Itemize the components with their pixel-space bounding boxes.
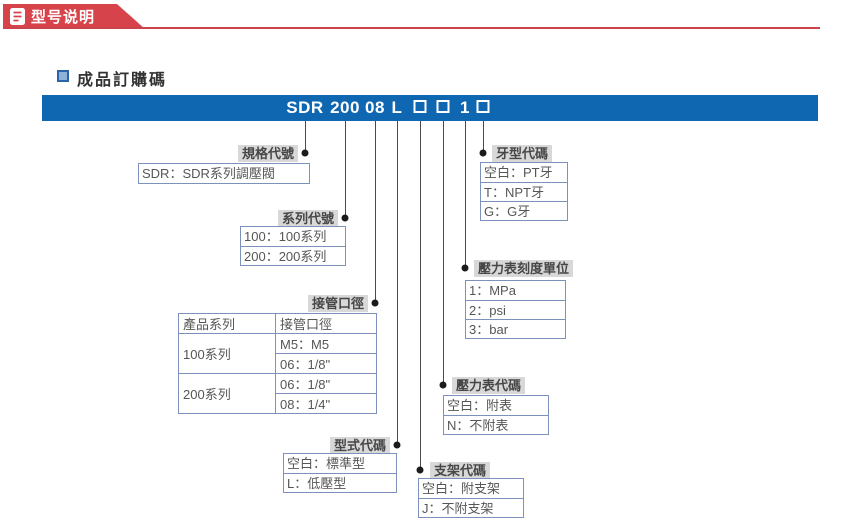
blank-code-box-thread <box>476 100 490 113</box>
drop-line-port <box>375 121 376 303</box>
callout-row: 空白：PT牙 <box>484 165 553 180</box>
table-row: 200系列 06：1/8" <box>178 373 377 414</box>
blank-code-box-bracket <box>413 100 427 113</box>
callout-box-type: 空白：標準型 L：低壓型 <box>283 453 397 493</box>
table-cell-size: 06：1/8" <box>275 353 377 374</box>
bullet-dot-port <box>371 299 379 307</box>
code-segment-unit: 1 <box>460 98 470 117</box>
drop-line-thread <box>483 121 484 153</box>
bullet-dot-unit <box>461 264 469 272</box>
table-cell-size: 08：1/4" <box>275 393 377 414</box>
section-header-tab: 型号说明 <box>3 4 145 29</box>
callout-box-spec: SDR：SDR系列調壓閥 <box>138 163 310 184</box>
callout-row: 200：200系列 <box>241 246 345 265</box>
callout-row: N：不附表 <box>444 415 548 434</box>
callout-box-series: 100：100系列 200：200系列 <box>240 226 346 266</box>
bullet-dot-gauge <box>439 381 447 389</box>
table-row: 08：1/4" <box>179 393 377 414</box>
callout-box-unit: 1：MPa 2：psi 3：bar <box>465 280 566 339</box>
drop-line-spec <box>305 121 306 153</box>
code-segment-series: 200 <box>330 98 360 117</box>
callout-row: J：不附支架 <box>419 498 523 517</box>
callout-box-thread: 空白：PT牙 T：NPT牙 G：G牙 <box>480 162 568 221</box>
callout-label-series: 系列代號 <box>277 210 338 227</box>
callout-label-spec: 規格代號 <box>237 145 298 162</box>
callout-row: 空白：附支架 <box>422 481 501 496</box>
drop-line-gauge <box>443 121 444 385</box>
code-segment-port: 08 <box>365 98 385 117</box>
callout-row: 空白：標準型 <box>287 456 366 471</box>
callout-label-thread: 牙型代碼 <box>492 145 553 162</box>
callout-box-gauge: 空白：附表 N：不附表 <box>443 395 549 435</box>
code-segment-spec: SDR <box>286 98 324 117</box>
callout-label-unit: 壓力表刻度單位 <box>474 260 574 277</box>
callout-row: 100：100系列 <box>244 229 327 244</box>
blank-code-box-gauge <box>436 100 450 113</box>
callout-row: 2：psi <box>466 300 565 319</box>
table-row: 100系列 M5：M5 <box>178 333 377 374</box>
table-row: 產品系列 接管口徑 <box>178 313 377 334</box>
drop-line-type <box>397 121 398 445</box>
bullet-dot-thread <box>479 149 487 157</box>
drop-line-unit <box>465 121 466 268</box>
callout-row: 3：bar <box>466 319 565 338</box>
callout-label-type: 型式代碼 <box>329 437 390 454</box>
callout-label-bracket: 支架代碼 <box>430 462 491 479</box>
callout-row: 空白：附表 <box>447 398 513 413</box>
callout-row: L：低壓型 <box>284 473 396 492</box>
drop-line-bracket <box>420 121 421 470</box>
table-cell-series: 100系列 <box>178 333 276 374</box>
header-underline <box>3 27 820 29</box>
order-code-banner <box>42 95 818 121</box>
bullet-dot-series <box>341 214 349 222</box>
port-size-table: 產品系列 接管口徑 100系列 M5：M5 06：1/8" 200系列 06：1… <box>178 313 377 414</box>
table-header-port-size: 接管口徑 <box>275 313 377 334</box>
drop-line-series <box>345 121 346 218</box>
table-cell-size: 06：1/8" <box>275 373 377 394</box>
bullet-dot-bracket <box>416 466 424 474</box>
bullet-dot-spec <box>301 149 309 157</box>
table-header-product-series: 產品系列 <box>178 313 276 334</box>
table-cell-series: 200系列 <box>178 373 276 414</box>
callout-row: G：G牙 <box>481 201 567 220</box>
callout-row: SDR：SDR系列調壓閥 <box>142 166 275 181</box>
callout-row: T：NPT牙 <box>481 182 567 201</box>
callout-box-bracket: 空白：附支架 J：不附支架 <box>418 478 524 518</box>
page-title: 型号说明 <box>31 9 96 26</box>
section-bullet-icon <box>57 70 69 82</box>
table-cell-size: M5：M5 <box>275 333 377 354</box>
bullet-dot-type <box>393 441 401 449</box>
section-title: 成品訂購碼 <box>77 72 168 89</box>
callout-label-gauge: 壓力表代碼 <box>452 377 526 394</box>
code-segment-type: L <box>391 98 403 117</box>
callout-row: 1：MPa <box>469 283 516 298</box>
callout-label-port: 接管口徑 <box>307 295 368 312</box>
document-icon <box>10 8 25 25</box>
